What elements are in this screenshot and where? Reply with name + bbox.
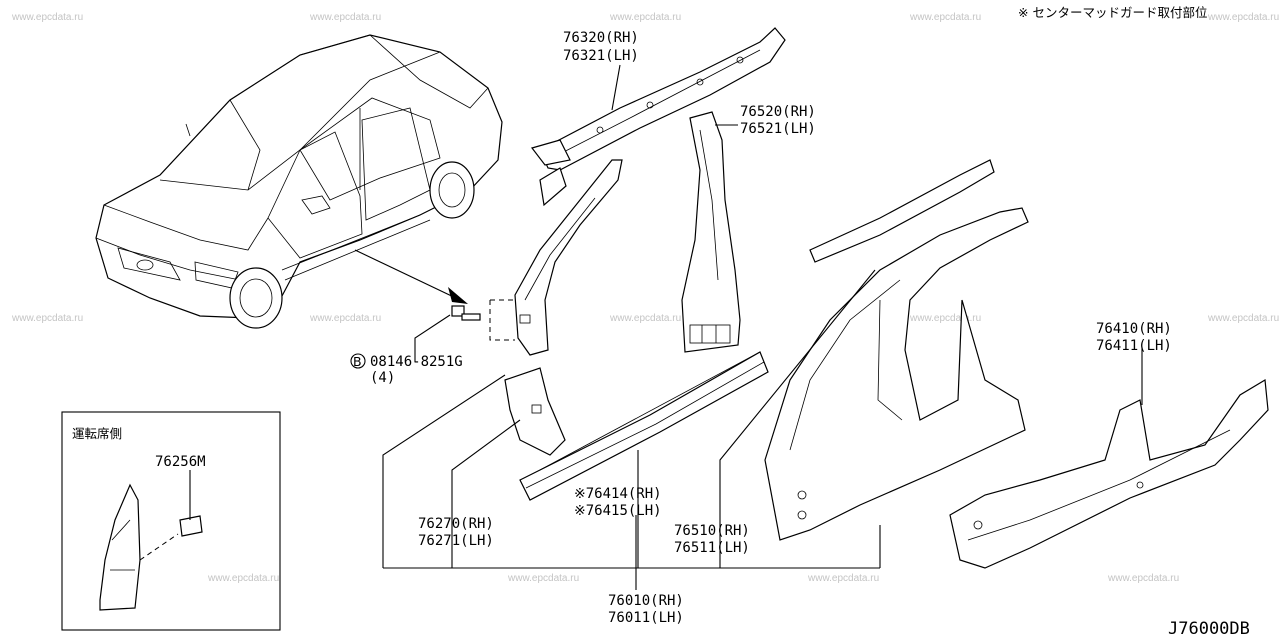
watermark: www.epcdata.ru [11, 12, 83, 23]
part-number-label: 76411(LH) [1096, 338, 1172, 354]
driver-side-inset: 運転席側 [61, 411, 281, 631]
part-number-label: 76270(RH) [418, 516, 494, 532]
watermark: www.epcdata.ru [807, 573, 879, 584]
label-76414: ※76414(RH) ※76415(LH) [574, 486, 662, 519]
arrow-head [448, 287, 468, 304]
part-number-label: 76410(RH) [1096, 321, 1172, 337]
watermark: www.epcdata.ru [1107, 573, 1179, 584]
sill-reinforcement-part [519, 351, 769, 501]
watermark: www.epcdata.ru [1207, 12, 1279, 23]
watermark: www.epcdata.ru [309, 12, 381, 23]
legend-note: ※ センターマッドガード取付部位 [1018, 5, 1207, 20]
part-number-label: 76271(LH) [418, 533, 494, 549]
rear-side-panel-part [949, 378, 1269, 569]
watermark-layer: www.epcdata.ru www.epcdata.ru www.epcdat… [11, 12, 1279, 584]
bolt-icon [451, 305, 481, 321]
watermark: www.epcdata.ru [909, 12, 981, 23]
watermark: www.epcdata.ru [207, 573, 279, 584]
watermark: www.epcdata.ru [11, 313, 83, 324]
watermark: www.epcdata.ru [609, 12, 681, 23]
body-side-outer-part [764, 159, 1029, 541]
watermark: www.epcdata.ru [609, 313, 681, 324]
watermark: www.epcdata.ru [909, 313, 981, 324]
part-number-label: ※76415(LH) [574, 503, 662, 519]
roof-side-rail-part [530, 27, 786, 207]
part-number-label: 76011(LH) [608, 610, 684, 626]
part-number-label: 76321(LH) [563, 48, 639, 64]
part-number-label: 76510(RH) [674, 523, 750, 539]
part-number-label: 08146-8251G [370, 354, 463, 370]
diagram-code: J76000DB [1168, 619, 1250, 639]
b-circle-mark [350, 353, 366, 369]
label-76270: 76270(RH) 76271(LH) [418, 516, 494, 549]
watermark: www.epcdata.ru [1207, 313, 1279, 324]
part-number-label: 76010(RH) [608, 593, 684, 609]
inset-title: 運転席側 [72, 426, 122, 441]
label-76010: 76010(RH) 76011(LH) [608, 593, 684, 626]
label-08146: B 08146-8251G (4) [350, 353, 463, 386]
front-pillar-part [489, 159, 623, 456]
label-76256: 76256M [155, 454, 206, 470]
part-number-label: ※76414(RH) [574, 486, 662, 502]
label-76520: 76520(RH) 76521(LH) [740, 104, 816, 137]
watermark: www.epcdata.ru [309, 313, 381, 324]
label-76510: 76510(RH) 76511(LH) [674, 523, 750, 556]
part-number-label: 76256M [155, 454, 206, 470]
watermark: www.epcdata.ru [507, 573, 579, 584]
part-number-label: 76520(RH) [740, 104, 816, 120]
bracket-lines [382, 64, 1143, 590]
label-76320: 76320(RH) 76321(LH) [563, 30, 639, 64]
leader-arrow [354, 249, 461, 301]
part-number-label: 76320(RH) [563, 30, 639, 46]
circle-mark-letter: B [353, 354, 362, 369]
center-pillar-part [681, 111, 741, 353]
part-number-label: 76521(LH) [740, 121, 816, 137]
label-76410: 76410(RH) 76411(LH) [1096, 321, 1172, 354]
part-number-label: 76511(LH) [674, 540, 750, 556]
car-illustration [95, 34, 503, 329]
quantity-label: (4) [370, 370, 395, 386]
